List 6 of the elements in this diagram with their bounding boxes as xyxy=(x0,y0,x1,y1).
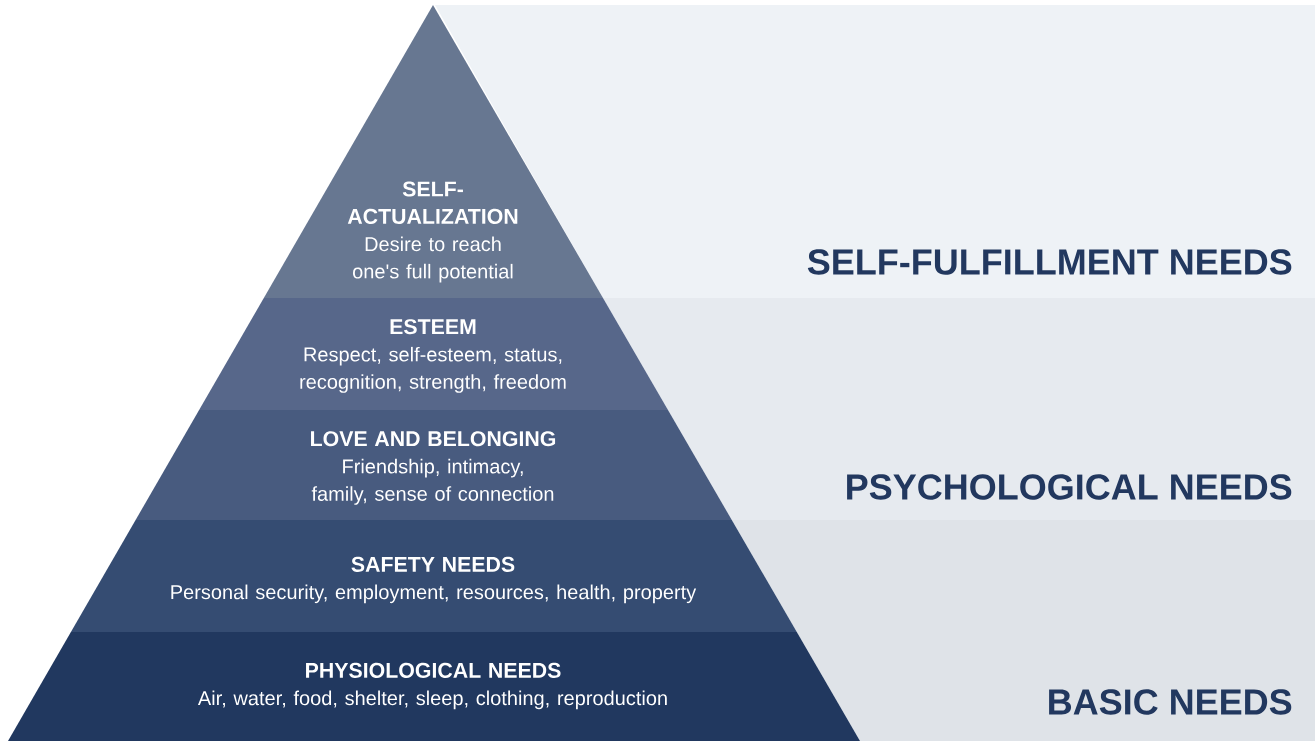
pyramid-level: SAFETY NEEDS Personal security, employment, resources, health, property xyxy=(70,520,797,632)
pyramid-level: LOVE AND BELONGING Friendship, intimacy, family, sense of connection xyxy=(135,410,732,520)
pyramid-level: PHYSIOLOGICAL NEEDS Air, water, food, shelter, sleep, clothing, reproduction xyxy=(8,632,860,741)
pyramid-level: ESTEEM Respect, self-esteem, status, recognition, strength, freedom xyxy=(199,298,668,410)
pyramid-level: SELF-ACTUALIZATION Desire to reach one's full potential xyxy=(263,5,603,298)
band-label: BASIC NEEDS xyxy=(731,520,1315,741)
